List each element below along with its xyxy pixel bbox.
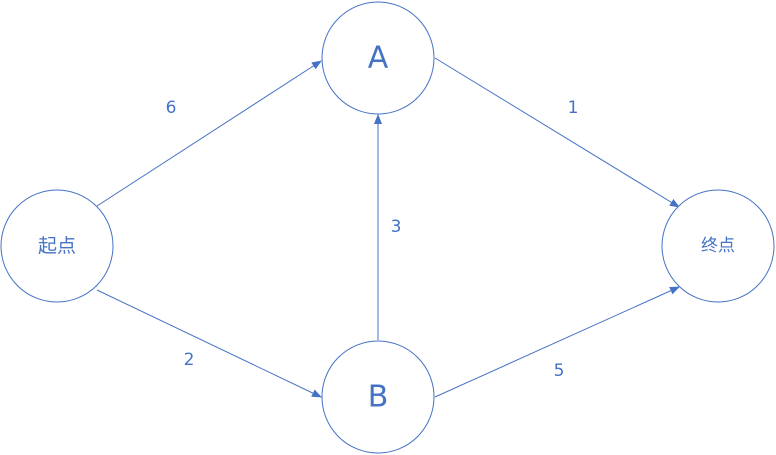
node-end-label: 终点 [701,236,735,256]
edge-a-to-end [434,57,680,208]
edge-b-to-end [434,286,680,398]
node-b: B [321,340,435,454]
edge-weight-b-a: 3 [391,217,402,237]
node-start-label: 起点 [38,235,76,257]
node-a: A [321,1,435,115]
node-b-label: B [368,380,389,415]
edge-weight-start-a: 6 [166,98,177,118]
node-end: 终点 [661,189,775,303]
edge-start-to-b [96,289,322,398]
edge-weight-start-b: 2 [184,350,195,370]
edge-start-to-a [96,60,322,207]
node-start: 起点 [0,189,114,303]
node-a-label: A [368,41,389,76]
edge-weight-a-end: 1 [568,98,579,118]
edge-weight-b-end: 5 [554,361,565,381]
